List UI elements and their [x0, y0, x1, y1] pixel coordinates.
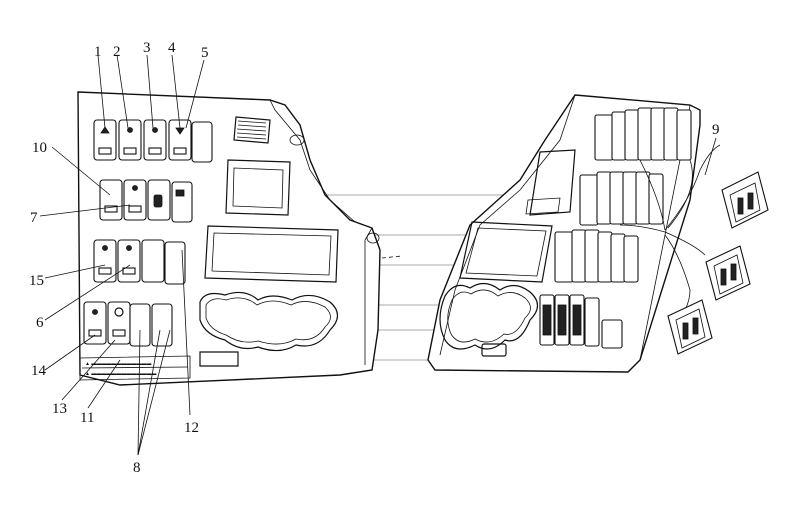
connector-bank-lower [554, 229, 639, 283]
connector-bank-bottom [539, 294, 623, 349]
callout-10: 10 [32, 140, 47, 156]
wiring-harness [619, 144, 721, 311]
callout-13: 13 [52, 401, 67, 417]
switch-row-4 [83, 301, 173, 347]
callout-9: 9 [712, 122, 720, 138]
switch-10 [99, 179, 123, 221]
callouts: 1 2 3 4 5 10 7 15 6 14 13 11 12 8 9 [29, 40, 720, 476]
callout-15: 15 [29, 273, 44, 289]
rear-switch-panel [427, 94, 769, 373]
connector-bank-middle [579, 171, 664, 226]
front-switch-panel: ▲ ▬▬▬▬▬▬▬▬▬▬▬▬ ▲ ▬▬▬▬▬▬▬▬▬▬▬▬▬ [77, 91, 381, 386]
connector-bank-top [594, 107, 692, 161]
callout-3: 3 [143, 40, 151, 56]
switch-row2-d [171, 181, 193, 223]
callout-5: 5 [201, 45, 209, 61]
loose-connector-lower [667, 299, 713, 355]
switch-5 [191, 121, 213, 163]
center-line [381, 255, 403, 259]
switch-row-3 [93, 239, 186, 285]
loose-connector-middle [705, 245, 751, 301]
callout-1: 1 [94, 44, 102, 60]
switch-row3-d [164, 241, 186, 285]
leader-lines [39, 54, 717, 456]
callout-2: 2 [113, 44, 121, 60]
switch-row-2 [99, 179, 193, 223]
callout-11: 11 [80, 410, 94, 426]
switch-8b [151, 303, 173, 347]
callout-4: 4 [168, 40, 176, 56]
callout-8: 8 [133, 460, 141, 476]
warning-label: ▲ ▬▬▬▬▬▬▬▬▬▬▬▬ ▲ ▬▬▬▬▬▬▬▬▬▬▬▬▬ [79, 355, 191, 381]
callout-6: 6 [36, 315, 44, 331]
switch-14 [83, 301, 107, 345]
svg-text:▲ ▬▬▬▬▬▬▬▬▬▬▬▬▬: ▲ ▬▬▬▬▬▬▬▬▬▬▬▬▬ [85, 371, 156, 377]
svg-text:▲ ▬▬▬▬▬▬▬▬▬▬▬▬: ▲ ▬▬▬▬▬▬▬▬▬▬▬▬ [85, 361, 151, 367]
switch-row-1 [93, 119, 213, 163]
loose-connector-upper [721, 171, 769, 229]
callout-12: 12 [184, 420, 199, 436]
switch-row3-c [141, 239, 165, 283]
callout-7: 7 [30, 210, 38, 226]
callout-14: 14 [31, 363, 47, 379]
vent-grille [233, 116, 271, 144]
